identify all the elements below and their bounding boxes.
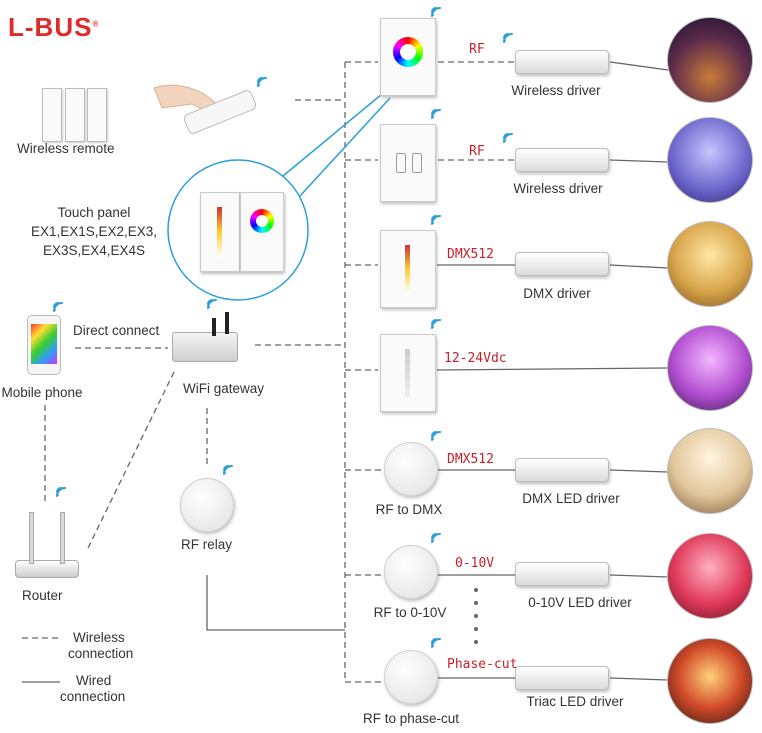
legend-wireless-line1: Wireless xyxy=(73,630,125,645)
gateway-antenna-icon xyxy=(212,318,216,336)
driver-icon xyxy=(515,666,609,690)
touch-panel-12-24v xyxy=(380,334,436,412)
brand-logo: L-BUS® xyxy=(8,12,100,42)
touch-models-line-2: EX3S,EX4,EX4S xyxy=(42,243,146,258)
router-label: Router xyxy=(22,588,63,603)
driver-label: DMX LED driver xyxy=(522,491,620,506)
wifi-gateway-label: WiFi gateway xyxy=(183,381,265,396)
signal-label: Phase-cut xyxy=(447,657,518,672)
scene-photo-showroom xyxy=(667,533,753,619)
rf-to-dmx-icon xyxy=(384,442,438,496)
driver-label: Triac LED driver xyxy=(526,694,624,709)
legend-wired-line1: Wired xyxy=(76,673,112,688)
rf-to-phase-cut-icon xyxy=(384,650,438,704)
driver-icon xyxy=(515,252,609,276)
gateway-antenna-icon xyxy=(225,312,229,334)
touch-panel-color xyxy=(380,18,436,96)
scene-photo-living-room xyxy=(667,117,753,203)
signal-label: RF xyxy=(469,42,485,57)
direct-connect-label: Direct connect xyxy=(73,323,160,338)
legend-wired-line2: connection xyxy=(60,689,126,704)
remote-icon xyxy=(42,88,62,142)
driver-icon xyxy=(515,562,609,586)
router-antenna-icon xyxy=(60,512,65,564)
driver-label: Wireless driver xyxy=(513,181,603,196)
hand-remote-icon xyxy=(153,84,257,134)
callout-touch-panel xyxy=(200,192,240,272)
router-antenna-icon xyxy=(29,512,34,564)
driver-label: Wireless driver xyxy=(511,83,601,98)
signal-label: 12-24Vdc xyxy=(444,351,507,366)
scene-photo-theater xyxy=(667,17,753,103)
gateway-icon xyxy=(172,332,238,362)
remote-icon xyxy=(65,88,85,142)
legend-wireless-line2: connection xyxy=(68,646,134,661)
signal-label: RF xyxy=(469,144,485,159)
driver-icon xyxy=(515,458,609,482)
relay-icon xyxy=(180,478,234,532)
driver-icon xyxy=(515,50,609,74)
callout-touch-panel-color xyxy=(240,192,284,272)
driver-label: 0-10V LED driver xyxy=(528,595,632,610)
rf-to-0-10v-icon xyxy=(384,545,438,599)
scene-photo-hall xyxy=(667,221,753,307)
wireless-remote-label: Wireless remote xyxy=(17,141,115,156)
remote-icon xyxy=(87,88,107,142)
touch-panel-dmx xyxy=(380,230,436,308)
driver-label: DMX driver xyxy=(523,286,591,301)
touch-panel-label: Touch panel xyxy=(57,205,131,220)
signal-label: 0-10V xyxy=(455,556,495,571)
scene-photo-lounge xyxy=(667,428,753,514)
source-label: RF to DMX xyxy=(375,502,443,517)
source-label: RF to 0-10V xyxy=(373,605,447,620)
mobile-phone-label: Mobile phone xyxy=(1,385,83,400)
touch-models-line-1: EX1,EX1S,EX2,EX3, xyxy=(30,224,158,239)
signal-label: DMX512 xyxy=(447,452,494,467)
driver-icon xyxy=(515,148,609,172)
router-icon xyxy=(15,560,79,578)
phone-icon xyxy=(27,315,61,375)
scene-photo-bar xyxy=(667,638,753,724)
touch-panel-dimmer xyxy=(380,124,436,202)
scene-photo-bedroom xyxy=(667,325,753,411)
rf-relay-label: RF relay xyxy=(181,537,233,552)
signal-label: DMX512 xyxy=(447,247,494,262)
source-label: RF to phase-cut xyxy=(362,711,460,726)
